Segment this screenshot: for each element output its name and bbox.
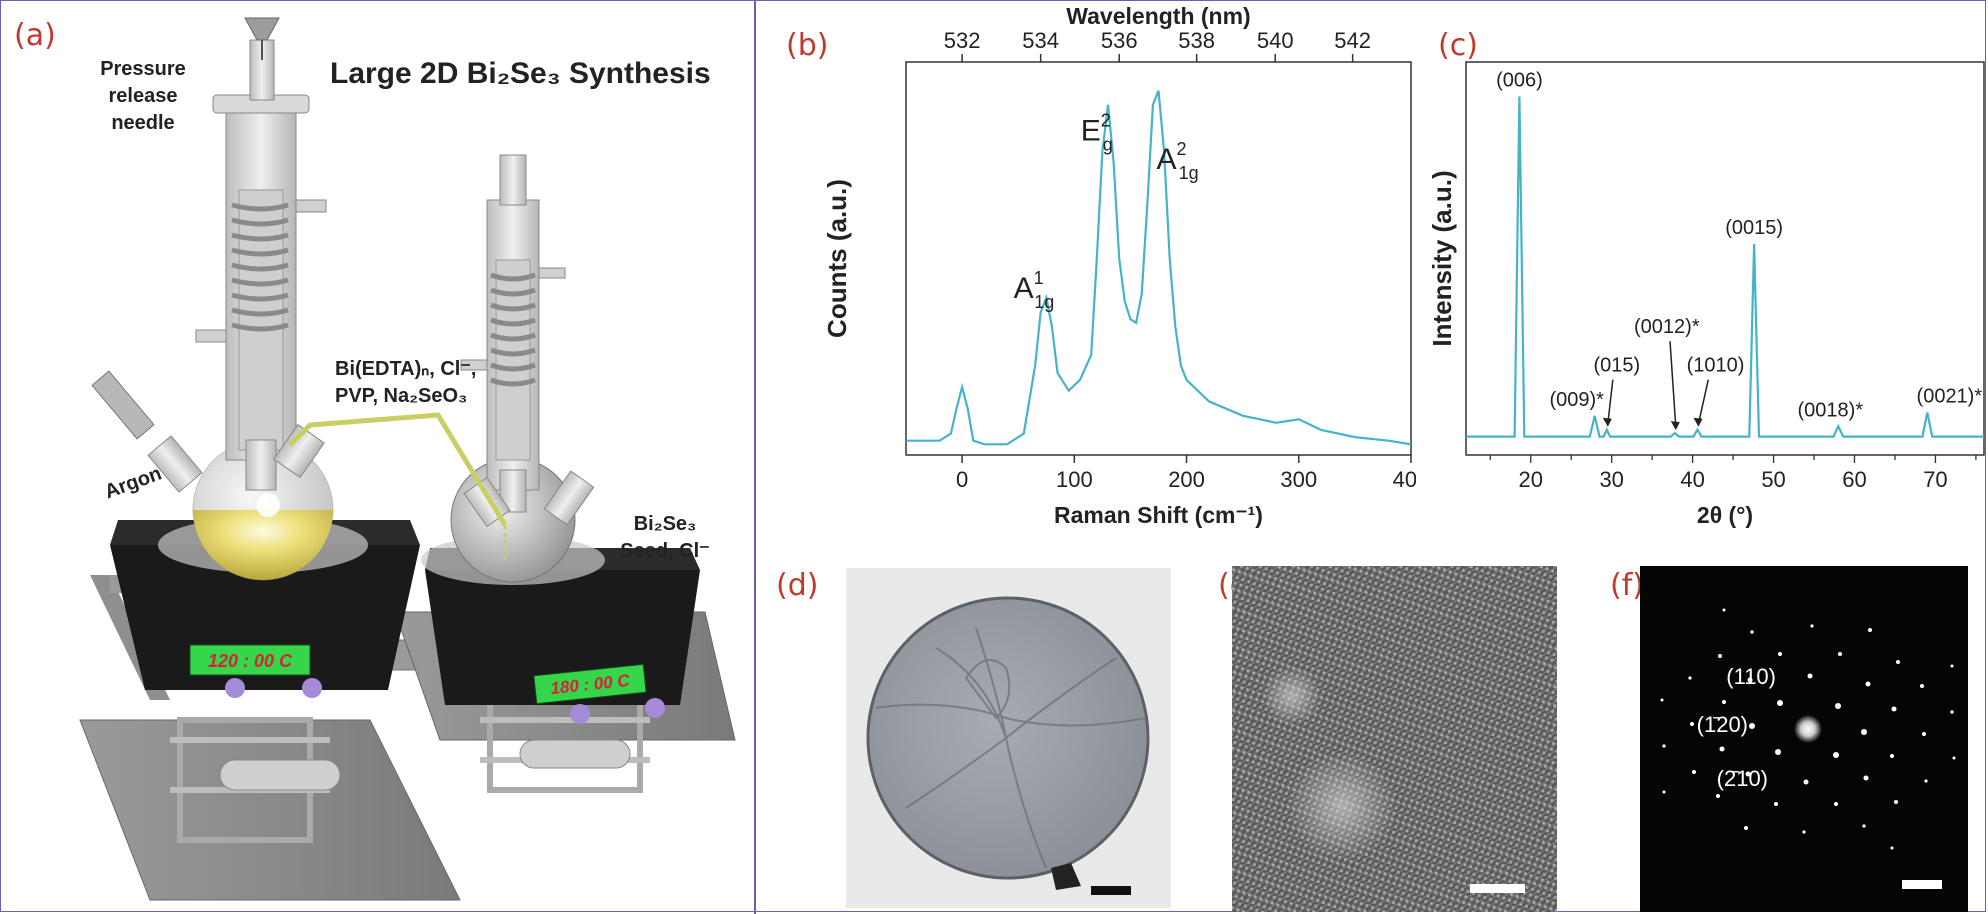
x-tick-label: 200: [1168, 467, 1205, 492]
peak-annotation: A2 1g: [1157, 139, 1199, 183]
spot-label-110: (110): [1726, 664, 1776, 689]
schematic-title: Large 2D Bi₂Se₃ Synthesis: [330, 57, 711, 90]
panel-label-f: (f): [1610, 568, 1644, 603]
peak-annotation-sub: 1g: [1034, 292, 1054, 312]
panel-label-c: (c): [1438, 28, 1478, 63]
raman-spectrum-line: [906, 90, 1412, 446]
top-axis-label: Wavelength (nm): [1066, 3, 1250, 29]
xrd-plot-frame: [1465, 61, 1985, 456]
peak-arrowhead: [1602, 417, 1612, 427]
precursor-label-line-2: PVP, Na₂SeO₃: [335, 385, 467, 407]
x-tick-label: 70: [1923, 467, 1947, 492]
peak-annotation: E2 g: [1081, 111, 1113, 155]
x-tick-label: 20: [1519, 467, 1543, 492]
y-axis-label: Counts (a.u.): [822, 179, 852, 338]
seed-label-line-2: Seed, Cl⁻: [620, 540, 709, 562]
peak-label: (015): [1593, 355, 1640, 377]
peak-annotation-sup: 2: [1177, 139, 1187, 159]
panel-d-tem: (d): [756, 560, 1226, 914]
panel-f-saed: (f): [1610, 560, 1988, 914]
peak-annotation-sub: 1g: [1179, 163, 1199, 183]
left-temperature-display: 120 : 00 C: [208, 651, 293, 671]
left-flask-assembly: [91, 17, 368, 581]
scale-bar-e: [1470, 884, 1525, 893]
tem-image: [846, 568, 1171, 908]
panel-b-raman: (b) 0 100 200 300 400 532 534 536 538 540 542Raman…: [756, 0, 1416, 560]
transfer-tube: [288, 412, 508, 527]
top-tick-label: 536: [1101, 28, 1138, 53]
seed-label-line-1: Bi₂Se₃: [634, 513, 697, 535]
peak-annotation-base: A: [1157, 143, 1177, 176]
needle-label-line-2: release: [109, 85, 178, 107]
peak-arrowhead: [1693, 417, 1703, 427]
needle-label-line-1: Pressure: [100, 58, 186, 80]
x-tick-label: 40: [1680, 467, 1704, 492]
scale-bar-d: [1091, 886, 1131, 895]
saed-pattern: (110) (1̄20) (2̄10): [1640, 566, 1968, 912]
x-axis-label: Raman Shift (cm⁻¹): [1054, 502, 1263, 528]
x-tick-label: 50: [1761, 467, 1785, 492]
peak-arrow: [1669, 341, 1677, 428]
nanoplate-shape: [866, 596, 1150, 890]
needle-label-line-3: needle: [111, 112, 174, 134]
panel-label-d: (d): [776, 568, 819, 603]
peak-annotation-sub: g: [1103, 135, 1113, 155]
peak-label: (009)*: [1549, 389, 1604, 411]
scale-bar-f: [1902, 880, 1942, 889]
peak-label: (0015): [1725, 217, 1783, 239]
top-tick-label: 542: [1334, 28, 1371, 53]
peak-label: (0021)*: [1917, 386, 1983, 408]
x-axis-label: 2θ (°): [1697, 502, 1753, 528]
peak-label: (1010): [1687, 355, 1745, 377]
precursor-label-line-1: Bi(EDTA)ₙ, Cl⁻,: [335, 358, 476, 380]
peak-arrowhead: [1670, 421, 1680, 431]
peak-label: (006): [1496, 69, 1543, 91]
x-tick-label: 0: [956, 467, 968, 492]
x-tick-label: 30: [1599, 467, 1623, 492]
panel-label-b: (b): [786, 28, 829, 63]
x-tick-label: 400: [1393, 467, 1416, 492]
spot-label-120: (1̄20): [1697, 712, 1748, 737]
peak-annotation: A1 1g: [1014, 268, 1055, 312]
panel-e-hrtem: (e): [1218, 560, 1610, 914]
panel-label-a: (a): [14, 18, 56, 53]
raman-plot-frame: [905, 61, 1412, 456]
peak-arrow: [1697, 379, 1710, 424]
y-axis-label: Intensity (a.u.): [1427, 170, 1457, 346]
xrd-pattern-line: [1466, 96, 1984, 438]
peak-label: (0012)*: [1634, 316, 1700, 338]
x-tick-label: 60: [1842, 467, 1866, 492]
panel-c-xrd: (c) 20 30 40 50 60 70 2θ (°) Intensity (a.u.) (0…: [1416, 0, 1988, 560]
panel-a-schematic: (a): [0, 0, 754, 914]
peak-annotation-sup: 1: [1034, 268, 1044, 288]
xrd-chart: 20 30 40 50 60 70 2θ (°) Intensity (a.u.) (006) (…: [1427, 61, 1985, 528]
hrtem-image: [1232, 566, 1557, 912]
peak-annotation-base: E: [1081, 115, 1101, 148]
peak-label: (0018)*: [1798, 399, 1864, 421]
spot-label-210: (2̄10): [1717, 766, 1768, 791]
top-tick-label: 540: [1257, 28, 1294, 53]
peak-annotation-sup: 2: [1101, 111, 1111, 131]
x-tick-label: 100: [1056, 467, 1093, 492]
x-tick-label: 300: [1280, 467, 1317, 492]
panel-divider: [754, 0, 756, 914]
peak-arrow: [1607, 379, 1614, 424]
top-tick-label: 538: [1178, 28, 1215, 53]
synthesis-schematic: 120 : 00 C 180 : 00 C: [79, 17, 736, 901]
argon-label: Argon: [102, 462, 165, 503]
left-stand: [79, 575, 461, 901]
peak-annotation-base: A: [1014, 272, 1034, 305]
top-tick-label: 532: [944, 28, 981, 53]
top-tick-label: 534: [1022, 28, 1059, 53]
